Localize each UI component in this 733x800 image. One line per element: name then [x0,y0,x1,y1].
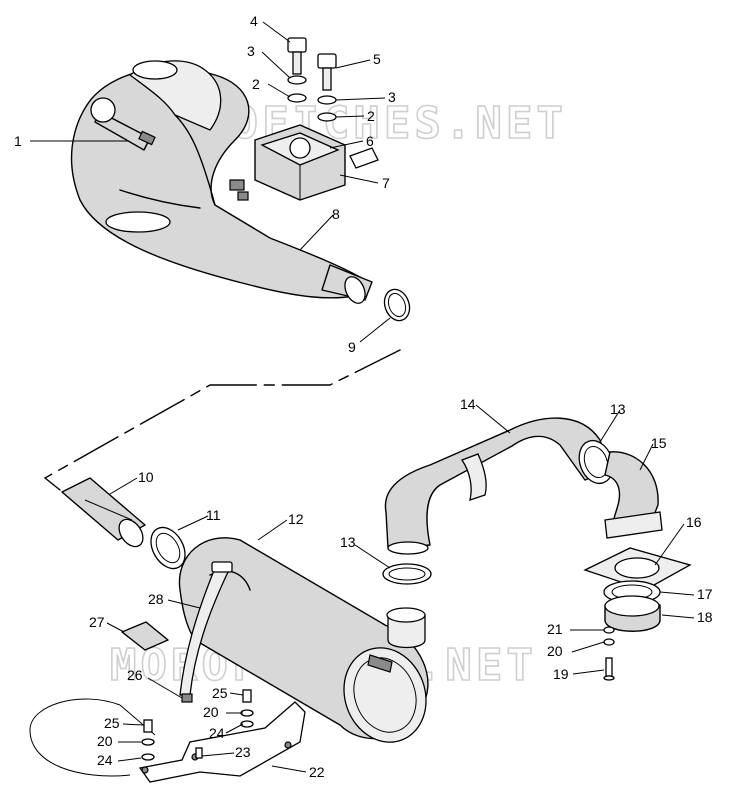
muffler-12 [178,537,429,743]
callout-25-left: 25 [104,715,120,731]
flange-18 [604,595,661,632]
chamber-top-opening [132,60,178,80]
callout-4: 4 [250,13,258,29]
callout-5: 5 [373,51,381,67]
pin-6 [349,147,379,169]
callout-18: 18 [697,609,713,625]
callout-20-mid: 20 [203,704,219,720]
callout-12: 12 [288,511,304,527]
callout-2-right: 2 [367,108,375,124]
callout-21: 21 [547,621,563,637]
callout-17: 17 [697,586,713,602]
bolt-4 [287,37,307,103]
pipe-10 [61,477,146,548]
callout-2-left: 2 [252,76,260,92]
callout-3-left: 3 [247,43,255,59]
callout-labels: 1 2 3 4 5 3 2 6 7 8 9 10 11 12 13 13 14 … [14,13,713,780]
callout-24-mid: 24 [209,725,225,741]
callout-9: 9 [348,339,356,355]
callout-27: 27 [89,614,105,630]
hardware-19-20-21 [603,626,615,681]
callout-14: 14 [460,396,476,412]
clamp-11 [150,526,186,570]
expansion-chamber [70,60,373,304]
pipe-end [90,97,116,123]
callout-13-upper: 13 [610,401,626,417]
callout-16: 16 [686,514,702,530]
callout-8: 8 [332,206,340,222]
callout-10: 10 [138,469,154,485]
hose-14 [384,417,611,555]
leader-lines [30,21,695,773]
callout-28: 28 [148,591,164,607]
callout-22: 22 [309,764,325,780]
elbow-15 [604,451,663,539]
callout-15: 15 [651,435,667,451]
hardware-left [141,719,155,761]
clamp-9 [383,288,411,322]
bolt-5 [317,53,337,122]
callout-7: 7 [382,175,390,191]
bracket-22 [29,698,306,783]
clamp-13-lower [382,563,432,585]
clamp-13-upper [578,439,614,485]
hardware-right [240,689,254,728]
callout-11: 11 [206,507,221,523]
callout-20-left: 20 [97,733,113,749]
callout-20-right: 20 [547,643,563,659]
callout-23: 23 [235,744,251,760]
callout-1: 1 [14,133,22,149]
chamber-oval-window [105,211,171,233]
callout-26: 26 [127,667,143,683]
clip-26 [181,693,193,703]
callout-3-right: 3 [388,89,396,105]
pad-27 [121,621,169,651]
callout-25-mid: 25 [212,685,228,701]
callout-13-lower: 13 [340,534,356,550]
screw-23 [195,747,203,759]
manifold-flange [254,124,346,201]
callout-24-left: 24 [97,752,113,768]
callout-6: 6 [366,133,374,149]
callout-19: 19 [553,666,569,682]
